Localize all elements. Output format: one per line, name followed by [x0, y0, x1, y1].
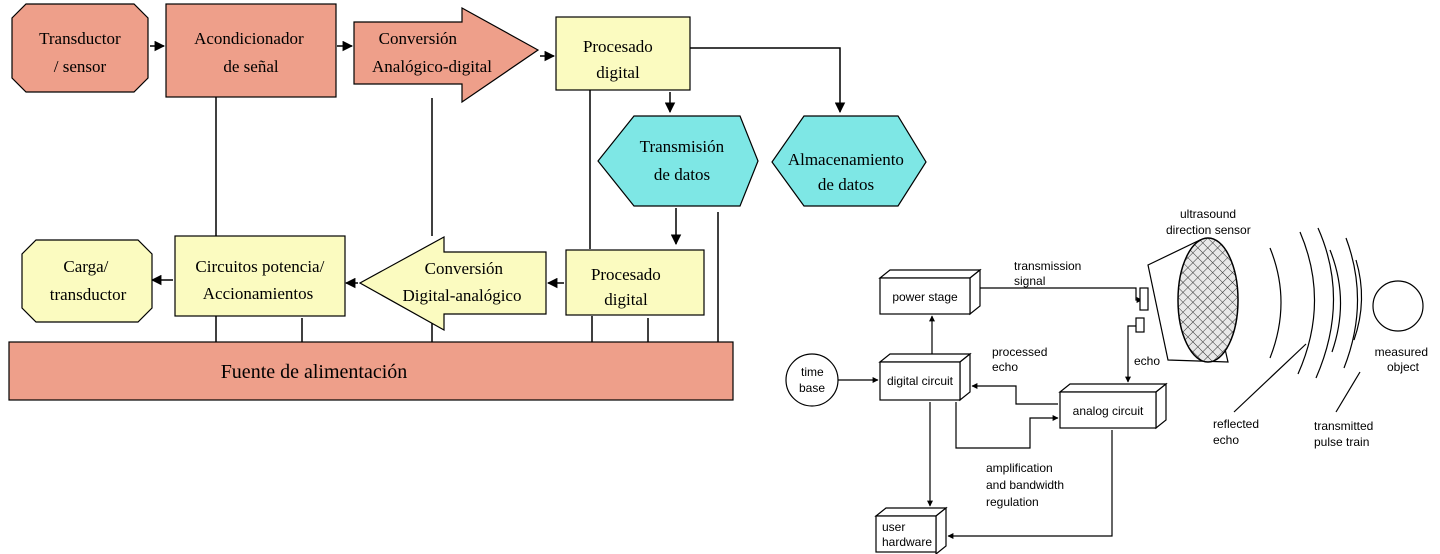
- almacenamiento-block: [771, 115, 927, 207]
- fuente-bar: [8, 341, 734, 401]
- power-stage-box: [878, 268, 982, 316]
- transmitted-pulse-label: transmitted pulse train: [1314, 419, 1377, 449]
- time-base-label: time base: [799, 365, 827, 395]
- circuitos-label: Circuitos potencia/ Accionamientos: [195, 257, 328, 303]
- circuitos-block: [174, 235, 346, 317]
- acondicionador-block: [165, 3, 337, 98]
- processed-echo-label: processed echo: [992, 345, 1051, 374]
- transmission-signal-label: transmission signal: [1014, 259, 1085, 288]
- analog-circuit-label: analog circuit: [1073, 404, 1144, 418]
- procesado-bottom-block: [565, 249, 705, 316]
- reflected-echo-label: reflected echo: [1213, 417, 1262, 447]
- conversion-da-label: Conversión Digital-analógico: [403, 259, 522, 305]
- time-base-circle: [785, 353, 839, 407]
- procesado-bottom-label: Procesado digital: [591, 265, 665, 309]
- arrow: [690, 47, 846, 114]
- sound-waves: [1269, 227, 1363, 379]
- user-hardware-box: [874, 506, 948, 554]
- wire-arrow: [1125, 325, 1136, 383]
- left-block-diagram: Transductor / sensor Acondicionador de s…: [8, 3, 927, 401]
- transmision-block: [597, 115, 759, 207]
- right-ultrasound-diagram: power stage digital circuit analog circu…: [785, 207, 1432, 554]
- digital-circuit-box: [878, 352, 972, 402]
- procesado-top-block: [555, 16, 691, 91]
- pointer-line: [1233, 343, 1307, 413]
- amplification-label: amplification and bandwidth regulation: [986, 461, 1067, 509]
- measured-object-circle: [1372, 280, 1424, 332]
- procesado-top-label: Procesado digital: [583, 37, 657, 82]
- transductor-label: Transductor / sensor: [39, 29, 125, 76]
- measured-object-label: measured object: [1375, 345, 1432, 374]
- conversion-ad-block: [353, 6, 540, 104]
- conversion-da-block: [358, 235, 547, 332]
- carga-block: [21, 239, 153, 323]
- analog-circuit-box: [1058, 382, 1168, 430]
- almacenamiento-label: Almacenamiento de datos: [788, 150, 908, 194]
- echo-label: echo: [1134, 354, 1160, 368]
- transductor-block: [11, 3, 149, 93]
- wire-arrow: [971, 383, 1058, 405]
- ultrasound-sensor: [1135, 237, 1239, 363]
- pointer-line: [1335, 371, 1361, 413]
- wire-arrow: [955, 402, 1059, 449]
- wire-arrow: [947, 430, 1113, 539]
- user-hardware-label: user hardware: [882, 520, 932, 549]
- sensor-label: ultrasound direction sensor: [1166, 207, 1251, 237]
- wire-arrow: [980, 287, 1143, 303]
- fuente-label: Fuente de alimentación: [221, 361, 408, 383]
- carga-label: Carga/ transductor: [50, 257, 127, 304]
- transmision-label: Transmisión de datos: [640, 137, 729, 184]
- power-stage-label: power stage: [892, 290, 958, 304]
- acondicionador-label: Acondicionador de señal: [194, 29, 308, 76]
- conversion-ad-label: Conversión Analógico-digital: [372, 29, 492, 76]
- digital-circuit-label: digital circuit: [887, 374, 954, 388]
